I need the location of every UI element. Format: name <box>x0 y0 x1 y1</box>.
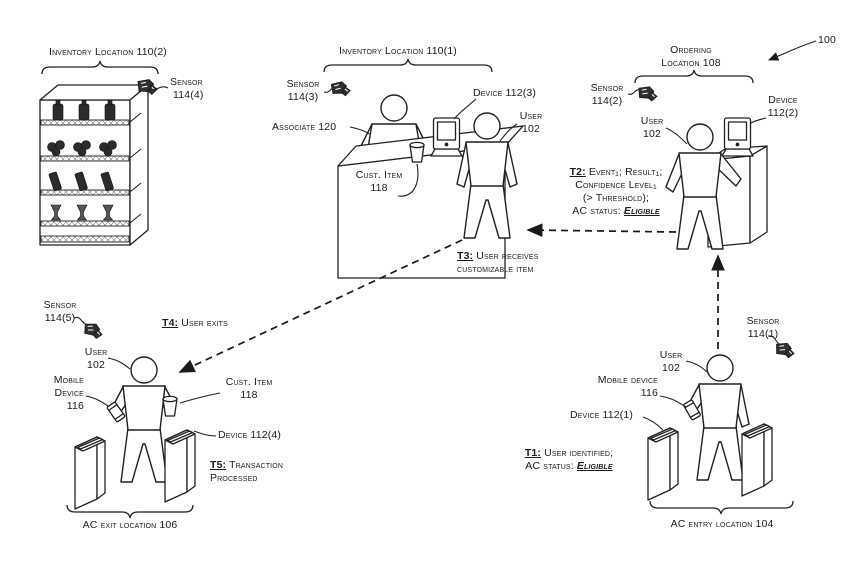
shelf-items-row4 <box>50 204 114 221</box>
associate-120-label: Associate 120 <box>272 121 337 133</box>
entry-gate-left <box>647 427 679 501</box>
entry-gate-right <box>741 423 773 497</box>
ac-entry-location-title: AC entry location 104 <box>670 518 774 530</box>
t4-annotation: T4: User exits <box>162 317 228 329</box>
shelf-unit <box>39 84 149 246</box>
leader-device-112-3 <box>453 98 477 120</box>
leader-cust-item-exit <box>179 392 221 404</box>
leader-device-112-2 <box>750 117 767 124</box>
device-112-3-tablet <box>430 117 463 157</box>
shelf-items-row3 <box>48 171 114 192</box>
leader-associate <box>349 126 371 135</box>
brace-exit <box>66 504 194 519</box>
sensor-114-2-icon <box>635 83 660 103</box>
t2-annotation: T2: Event₁; Result₁; Confidence Level₁ (… <box>569 166 663 217</box>
leader-user-entry <box>685 360 708 373</box>
leader-mobile-entry <box>659 395 687 408</box>
device-112-4-label: Device 112(4) <box>218 429 282 441</box>
shelf-items-row2 <box>47 140 117 157</box>
user-figure-exit <box>112 356 176 483</box>
brace-inventory2 <box>41 60 159 75</box>
arrow-counter-to-exit <box>178 239 463 373</box>
exit-gate-left <box>74 436 106 510</box>
brace-entry <box>649 500 794 515</box>
inventory-location-2-title: Inventory Location 110(2) <box>49 46 167 58</box>
leader-mobile-exit <box>85 395 109 407</box>
arrow-ordering-to-counter <box>526 223 677 237</box>
user-figure-ordering <box>665 123 742 250</box>
sensor-114-1-icon <box>772 339 798 360</box>
user-figure-counter <box>456 112 518 239</box>
figure-ref-100: 100 <box>818 34 836 46</box>
leader-device-112-4 <box>193 430 217 437</box>
brace-ordering <box>634 69 754 84</box>
cust-item-118-cup-exit <box>162 395 178 417</box>
leader-cust-item-counter <box>397 163 419 197</box>
t1-annotation: T1: User identified; AC status: Eligible <box>524 447 614 472</box>
ac-exit-location-title: AC exit location 106 <box>82 519 178 531</box>
figure-ref-arrow <box>767 40 817 61</box>
shelf-items-row1 <box>52 99 116 121</box>
exit-gate-right <box>164 429 196 503</box>
leader-user-exit <box>107 357 131 370</box>
user-figure-entry <box>687 354 750 481</box>
device-112-3-label: Device 112(3) <box>473 87 537 99</box>
device-112-2-tablet <box>721 117 754 157</box>
leader-user-ordering <box>665 127 688 145</box>
sensor-114-5-icon <box>81 319 106 341</box>
device-112-1-label: Device 112(1) <box>570 409 634 421</box>
leader-user-counter <box>499 123 518 142</box>
brace-inventory1 <box>323 58 493 73</box>
inventory-location-1-title: Inventory Location 110(1) <box>339 45 457 57</box>
leader-device-112-1 <box>642 416 664 431</box>
cust-item-118-cup-counter <box>409 141 425 163</box>
